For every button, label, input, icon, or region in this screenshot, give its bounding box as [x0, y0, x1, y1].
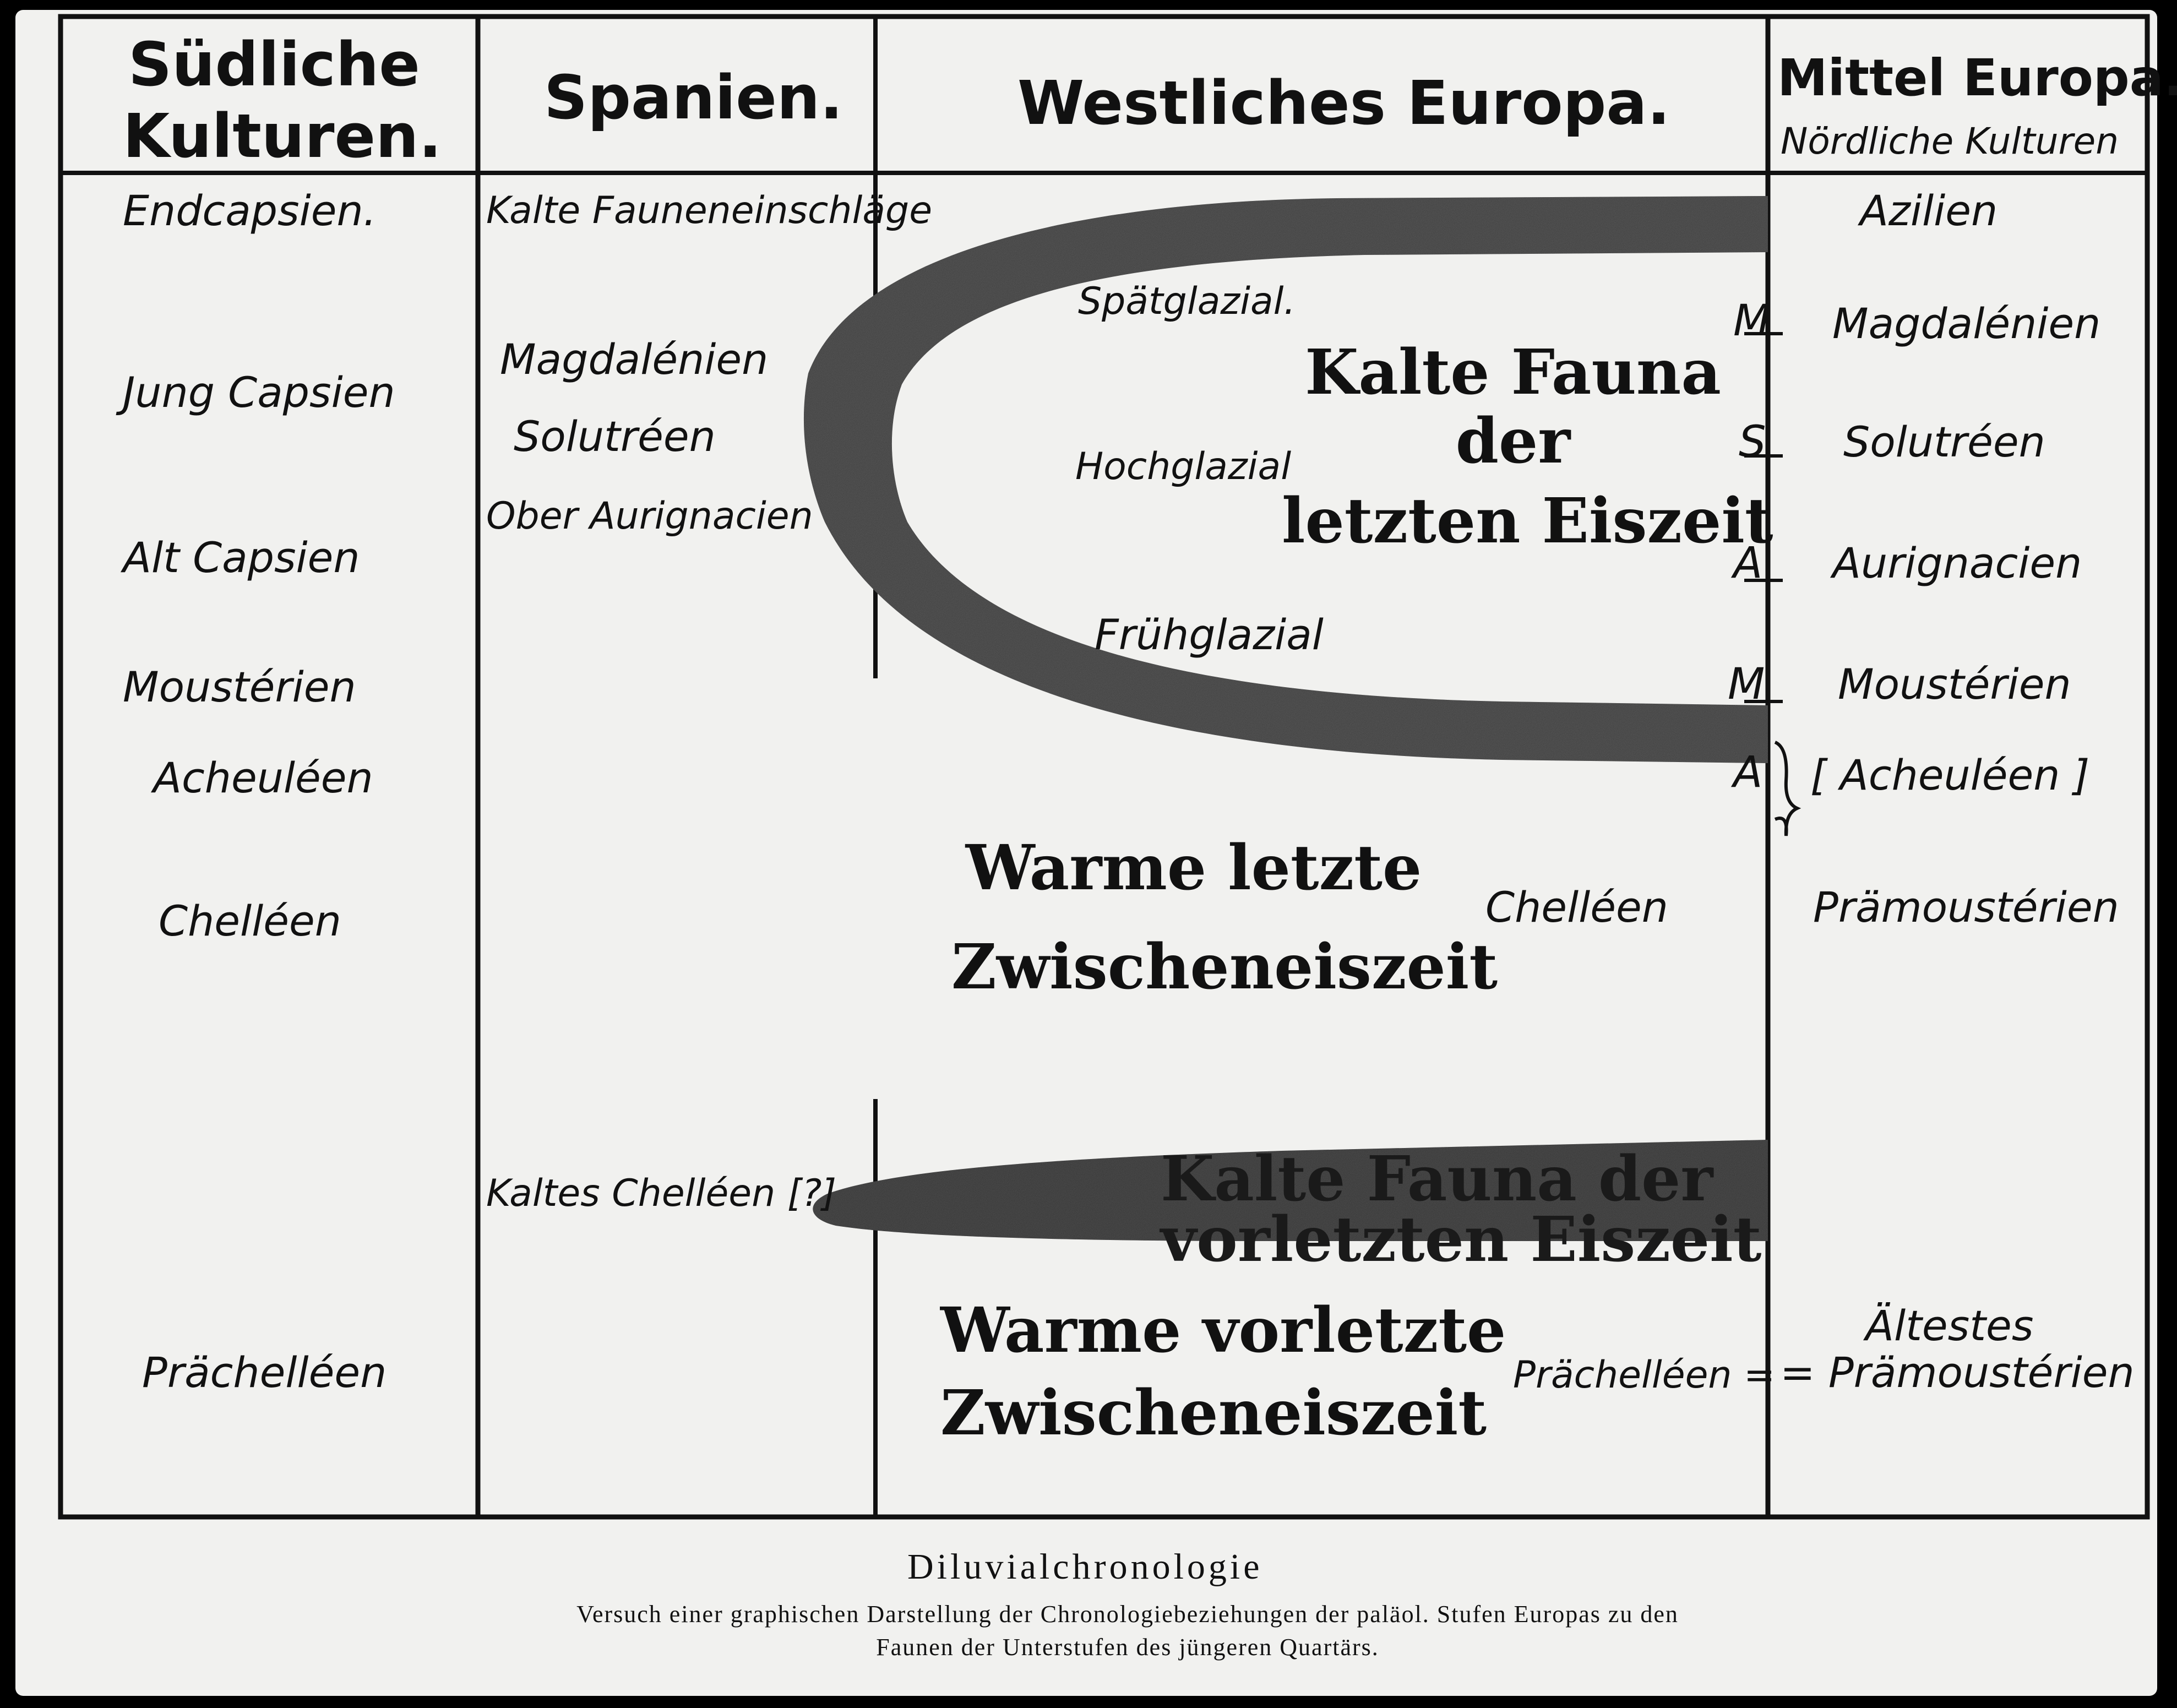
central-altestes: Ältestes — [1865, 1301, 2034, 1350]
header-central-europe: Mittel Europa. — [1777, 48, 2177, 107]
spain-solutreen: Solutréen — [514, 412, 716, 461]
western-hochglazial: Hochglazial — [1075, 445, 1292, 488]
spain-magdalenien: Magdalénien — [500, 335, 769, 384]
acheuleen-brace — [1774, 741, 1802, 836]
western-fruehglazial: Frühglazial — [1095, 610, 1324, 659]
western-warme-vorletzte-line1: Warme vorletzte — [940, 1294, 1506, 1367]
central-aurignacien: Aurignacien — [1832, 538, 2082, 588]
header-northern-cultures: Nördliche Kulturen — [1781, 120, 2119, 162]
southern-acheuleen: Acheuléen — [153, 753, 373, 802]
western-kalte-fauna-vorletzt-line2: vorletzten Eiszeit — [1161, 1204, 1762, 1276]
caption-title: Diluvialchronologie — [907, 1547, 1263, 1587]
central-magdalenien: Magdalénien — [1832, 299, 2101, 348]
western-prachelleen: Prächelléen = — [1513, 1353, 1776, 1397]
header-southern-cultures-line2: Kulturen. — [123, 101, 442, 171]
southern-alt-capsien: Alt Capsien — [123, 533, 360, 582]
central-mousterien: Moustérien — [1838, 660, 2071, 709]
southern-jung-capsien: Jung Capsien — [123, 368, 395, 417]
southern-prachelleen: Prächelléen — [142, 1348, 387, 1397]
western-warme-letzte-line2: Zwischeneiszeit — [951, 931, 1498, 1003]
header-spain: Spanien. — [544, 62, 843, 133]
western-warme-letzte-line1: Warme letzte — [965, 832, 1422, 904]
spain-kalte-fauneneinschlaege: Kalte Fauneneinschläge — [486, 189, 933, 232]
central-marker-m2: M — [1728, 660, 1765, 709]
header-southern-cultures-line1: Südliche — [128, 29, 420, 100]
central-altestes-pramousterien: = Prämoustérien — [1780, 1348, 2135, 1397]
chart-grid — [58, 14, 2150, 1520]
central-pramousterien: Prämoustérien — [1813, 883, 2119, 932]
last-glaciation-band — [803, 196, 1768, 763]
southern-endcapsien: Endcapsien. — [123, 186, 377, 235]
western-chelleen: Chelléen — [1485, 883, 1668, 932]
central-marker-a1: A — [1733, 538, 1763, 588]
caption-line2: Faunen der Unterstufen des jüngeren Quar… — [876, 1634, 1379, 1661]
caption-line1: Versuch einer graphischen Darstellung de… — [576, 1601, 1679, 1628]
central-azilien: Azilien — [1860, 186, 1998, 235]
central-acheuleen: [ Acheuléen ] — [1810, 750, 2090, 799]
penultimate-glaciation-band — [813, 1140, 1768, 1241]
western-kalte-fauna-last-line1: Kalte Fauna — [1305, 336, 1721, 409]
western-kalte-fauna-last-line3: letzten Eiszeit — [1282, 485, 1773, 557]
table-frame — [58, 14, 2150, 1520]
western-kalte-fauna-last-line2: der — [1455, 405, 1571, 477]
slide: Südliche Kulturen. Spanien. Westliches E… — [15, 10, 2177, 1696]
spain-ober-aurignacien: Ober Aurignacien — [486, 494, 813, 538]
central-marker-s: S — [1739, 417, 1766, 467]
southern-chelleen: Chelléen — [159, 896, 341, 945]
central-marker-m1: M — [1733, 296, 1771, 346]
header-western-europe: Westliches Europa. — [1017, 68, 1670, 138]
central-marker-a2: A — [1733, 748, 1763, 797]
western-kalte-fauna-vorletzt-line1: Kalte Fauna der — [1161, 1143, 1713, 1215]
western-spaetglazial: Spätglazial. — [1078, 280, 1296, 323]
central-solutreen: Solutréen — [1843, 417, 2045, 466]
spain-kaltes-chelleen: Kaltes Chelléen [?] — [486, 1172, 837, 1215]
western-warme-vorletzte-line2: Zwischeneiszeit — [940, 1377, 1487, 1449]
southern-mousterien: Moustérien — [123, 662, 356, 711]
